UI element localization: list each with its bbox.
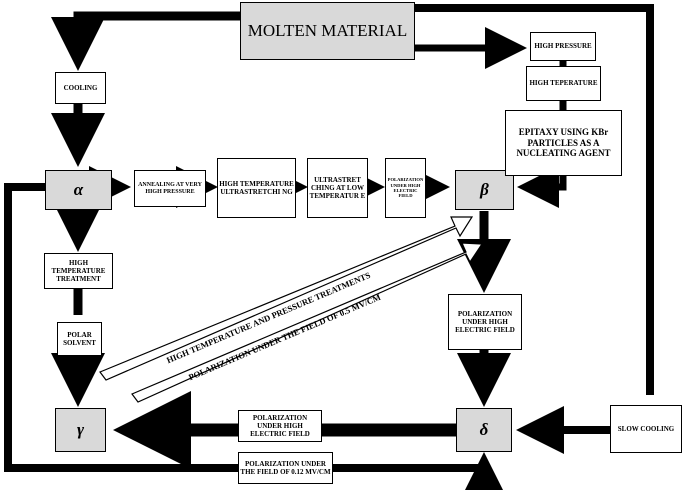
hollow-arrow-lower — [131, 242, 484, 403]
node-gamma: γ — [55, 408, 106, 452]
node-beta: β — [455, 170, 514, 210]
node-polarization-small: POLARIZATION UNDER HIGH ELECTRIC FIELD — [385, 158, 426, 218]
arrow-molten-to-slowcooling — [415, 4, 654, 395]
arrow-epitaxy-to-beta — [517, 166, 567, 208]
node-annealing: ANNEALING AT VERY HIGH PRESSURE — [134, 170, 206, 207]
node-cooling: COOLING — [55, 72, 106, 104]
arrow-loop-to-delta — [4, 183, 508, 490]
arrow-molten-to-cooling — [51, 11, 240, 71]
node-alpha: α — [45, 170, 112, 210]
node-ultrastretching-low: ULTRASTRET CHING AT LOW TEMPERATUR E — [307, 158, 368, 218]
node-ht-treatment: HIGH TEMPERATURE TREATMENT — [44, 253, 113, 289]
node-ht-ultrastretching: HIGH TEMPERATURE ULTRASTRETCHI NG — [217, 158, 296, 218]
node-polarization-bottom: POLARIZATION UNDER HIGH ELECTRIC FIELD — [238, 410, 322, 442]
node-polarization-right: POLARIZATION UNDER HIGH ELECTRIC FIELD — [448, 294, 522, 350]
hollow-arrow-upper — [99, 216, 474, 381]
node-molten-material: MOLTEN MATERIAL — [240, 2, 415, 60]
node-high-teperature: HIGH TEPERATURE — [526, 66, 601, 101]
node-slow-cooling: SLOW COOLING — [610, 405, 682, 453]
node-polar-solvent: POLAR SOLVENT — [57, 322, 102, 356]
node-polarization-012: POLARIZATION UNDER THE FIELD OF 0.12 MV/… — [238, 452, 333, 484]
node-epitaxy: EPITAXY USING KBr PARTICLES AS A NUCLEAT… — [505, 110, 622, 176]
node-high-pressure: HIGH PRESSURE — [530, 32, 596, 61]
node-delta: δ — [456, 408, 512, 452]
